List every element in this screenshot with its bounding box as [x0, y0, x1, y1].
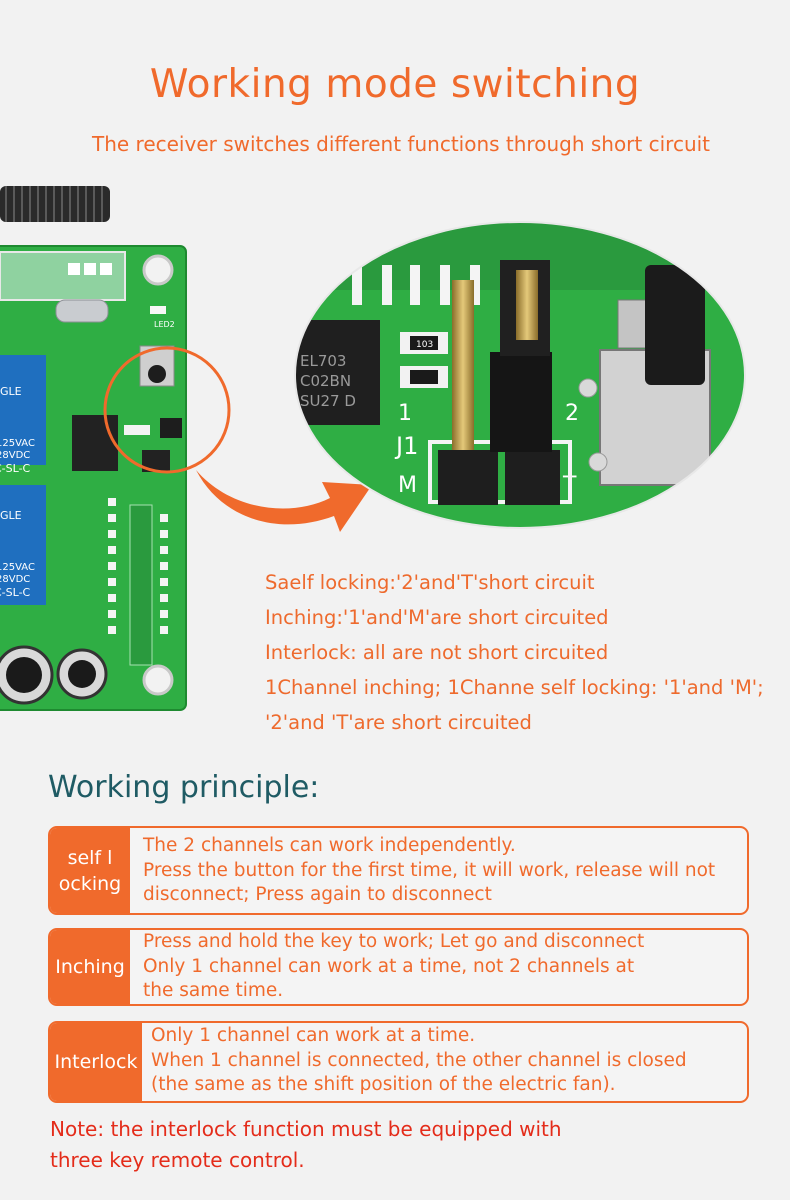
- pointer-arrow: [196, 470, 372, 532]
- pcb-board: LED2 GLE 125VAC 28VDC C-SL-C GLE 125VAC …: [0, 245, 187, 711]
- mode-line: 1Channel inching; 1Channe self locking: …: [265, 676, 764, 699]
- card-text: The 2 channels can work independently. P…: [143, 835, 716, 905]
- svg-text:125VAC: 125VAC: [0, 438, 35, 449]
- page-title: Working mode switching: [149, 62, 641, 107]
- card-self-locking: self l ocking The 2 channels can work in…: [48, 826, 749, 915]
- svg-text:28VDC: 28VDC: [0, 574, 30, 585]
- svg-text:GLE: GLE: [0, 509, 22, 522]
- card-text: Press and hold the key to work; Let go a…: [143, 931, 645, 1001]
- svg-text:EL703: EL703: [300, 352, 346, 370]
- page-subtitle: The receiver switches different function…: [91, 132, 711, 156]
- svg-text:1: 1: [398, 401, 412, 426]
- card-label: Interlock: [50, 1023, 142, 1101]
- mode-line: Inching:'1'and'M'are short circuited: [265, 606, 609, 629]
- mode-list: Saelf locking:'2'and'T'short circuit Inc…: [265, 565, 764, 740]
- card-inching: Inching Press and hold the key to work; …: [48, 928, 749, 1006]
- svg-text:J1: J1: [394, 432, 418, 460]
- svg-text:M: M: [398, 473, 417, 498]
- led-label: LED2: [154, 320, 175, 329]
- antenna-coil: [0, 186, 110, 222]
- card-text: Only 1 channel can work at a time. When …: [151, 1025, 687, 1095]
- card-label: self l ocking: [50, 828, 130, 913]
- mode-line: Interlock: all are not short circuited: [265, 641, 609, 664]
- svg-text:2: 2: [565, 401, 579, 426]
- svg-text:SU27 D: SU27 D: [300, 392, 356, 410]
- principle-title: Working principle:: [48, 770, 320, 805]
- note-text: Note: the interlock function must be equ…: [50, 1117, 562, 1172]
- mode-line: Saelf locking:'2'and'T'short circuit: [265, 571, 595, 594]
- svg-text:C-SL-C: C-SL-C: [0, 462, 31, 475]
- svg-text:C02BN: C02BN: [300, 372, 351, 390]
- card-label: Inching: [50, 930, 130, 1004]
- product-photo: LED2 GLE 125VAC 28VDC C-SL-C GLE 125VAC …: [0, 186, 746, 711]
- svg-text:C-SL-C: C-SL-C: [0, 586, 31, 599]
- card-interlock: Interlock Only 1 channel can work at a t…: [48, 1021, 749, 1103]
- svg-text:GLE: GLE: [0, 385, 22, 398]
- svg-text:103: 103: [416, 340, 433, 350]
- svg-text:125VAC: 125VAC: [0, 562, 35, 573]
- mode-line: '2'and 'T'are short circuited: [265, 711, 532, 734]
- svg-text:28VDC: 28VDC: [0, 450, 30, 461]
- highlight-circle: [103, 346, 231, 474]
